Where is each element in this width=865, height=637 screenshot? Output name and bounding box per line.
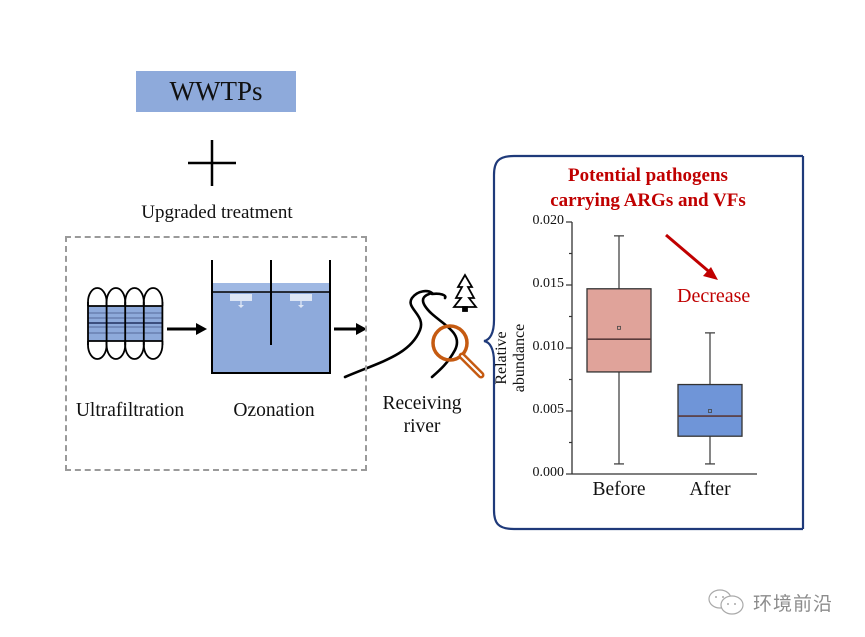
y-tick-label: 0.020	[532, 213, 565, 228]
y-tick-label: 0.000	[532, 465, 565, 480]
membrane-module-icon	[87, 287, 164, 360]
panel-title-line1: Potential pathogens	[568, 165, 728, 186]
wechat-icon	[708, 589, 744, 615]
upgraded-treatment-box	[65, 236, 367, 471]
wwtps-label-box: WWTPs	[136, 71, 296, 112]
watermark: 环境前沿	[707, 588, 833, 616]
tree-icon	[452, 273, 478, 312]
watermark-text: 环境前沿	[753, 592, 834, 615]
receiving-river-label-line2: river	[403, 416, 441, 437]
decrease-annotation: Decrease	[677, 285, 751, 307]
magnifier-icon	[431, 324, 485, 379]
x-tick-label-after: After	[689, 479, 731, 500]
y-tick-label: 0.005	[532, 402, 565, 417]
panel-title-line2: carrying ARGs and VFs	[550, 190, 746, 211]
x-tick-label-before: Before	[592, 479, 646, 500]
decrease-arrow-line	[665, 233, 714, 277]
after-box	[677, 383, 743, 437]
before-mean-marker	[617, 325, 621, 330]
upgraded-treatment-label: Upgraded treatment	[141, 202, 293, 223]
arrow-right-icon	[167, 323, 207, 335]
ozonation-tank-icon	[211, 260, 331, 374]
y-tick-label: 0.010	[532, 339, 565, 354]
decrease-arrow-head	[703, 267, 718, 280]
panel-title: Potential pathogens carrying ARGs and VF…	[498, 163, 798, 213]
receiving-river-label: Receiving river	[370, 392, 474, 438]
y-tick-label: 0.015	[532, 276, 565, 291]
arrow-right-icon	[334, 323, 367, 335]
before-box	[586, 288, 652, 373]
receiving-river-label-line1: Receiving	[382, 393, 462, 414]
ozonation-label: Ozonation	[233, 400, 315, 421]
after-mean-marker	[708, 409, 712, 413]
plus-icon	[188, 140, 236, 186]
curly-brace-icon	[483, 154, 805, 531]
ultrafiltration-label: Ultrafiltration	[75, 400, 185, 421]
river-icon	[343, 289, 459, 379]
wwtps-label: WWTPs	[169, 76, 263, 106]
